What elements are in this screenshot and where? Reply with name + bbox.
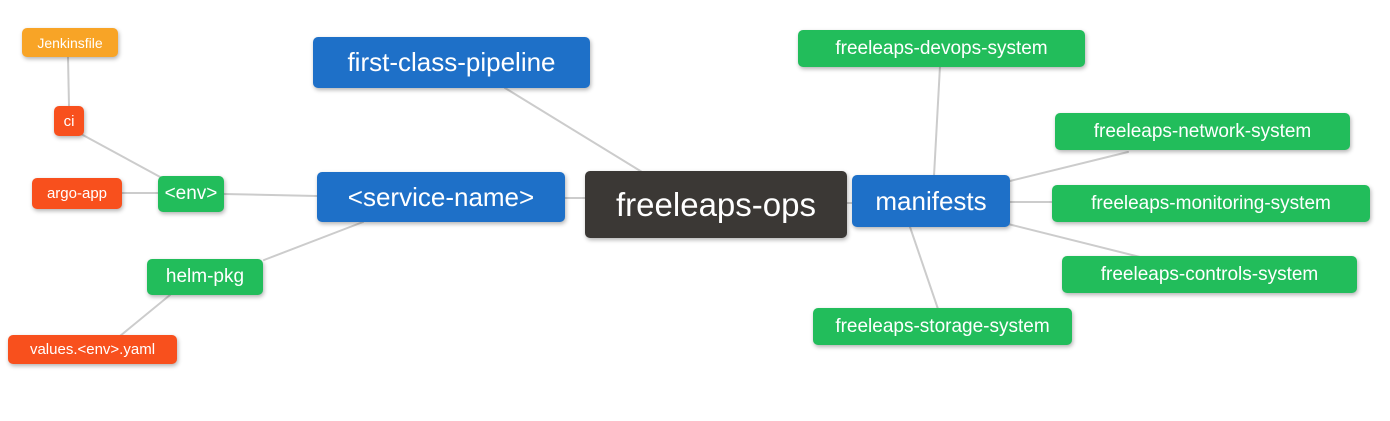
node-manifests[interactable]: manifests	[852, 175, 1010, 227]
edge-manifests-storage-system	[909, 226, 939, 310]
edge-ci-env	[80, 133, 163, 179]
node-controls-system[interactable]: freeleaps-controls-system	[1062, 256, 1357, 293]
node-devops-system[interactable]: freeleaps-devops-system	[798, 30, 1085, 67]
edge-first-class-pipeline-freeleaps-ops	[504, 87, 643, 173]
node-service-name[interactable]: <service-name>	[317, 172, 565, 222]
node-jenkinsfile[interactable]: Jenkinsfile	[22, 28, 118, 57]
node-first-class-pipeline[interactable]: first-class-pipeline	[313, 37, 590, 88]
edge-jenkinsfile-ci	[67, 56, 70, 107]
node-network-system[interactable]: freeleaps-network-system	[1055, 113, 1350, 150]
node-values-env-yaml[interactable]: values.<env>.yaml	[8, 335, 177, 364]
node-env[interactable]: <env>	[158, 176, 224, 212]
node-monitoring-system[interactable]: freeleaps-monitoring-system	[1052, 185, 1370, 222]
node-helm-pkg[interactable]: helm-pkg	[147, 259, 263, 295]
edge-manifests-devops-system	[933, 65, 941, 177]
node-storage-system[interactable]: freeleaps-storage-system	[813, 308, 1072, 345]
edge-manifests-network-system	[1009, 151, 1129, 182]
node-argo-app[interactable]: argo-app	[32, 178, 122, 209]
edge-manifests-controls-system	[1007, 223, 1141, 258]
node-freeleaps-ops[interactable]: freeleaps-ops	[585, 171, 847, 238]
edge-service-name-helm-pkg	[263, 221, 364, 261]
node-ci[interactable]: ci	[54, 106, 84, 136]
edge-helm-pkg-values-env-yaml	[119, 294, 171, 337]
edge-env-service-name	[223, 193, 318, 197]
